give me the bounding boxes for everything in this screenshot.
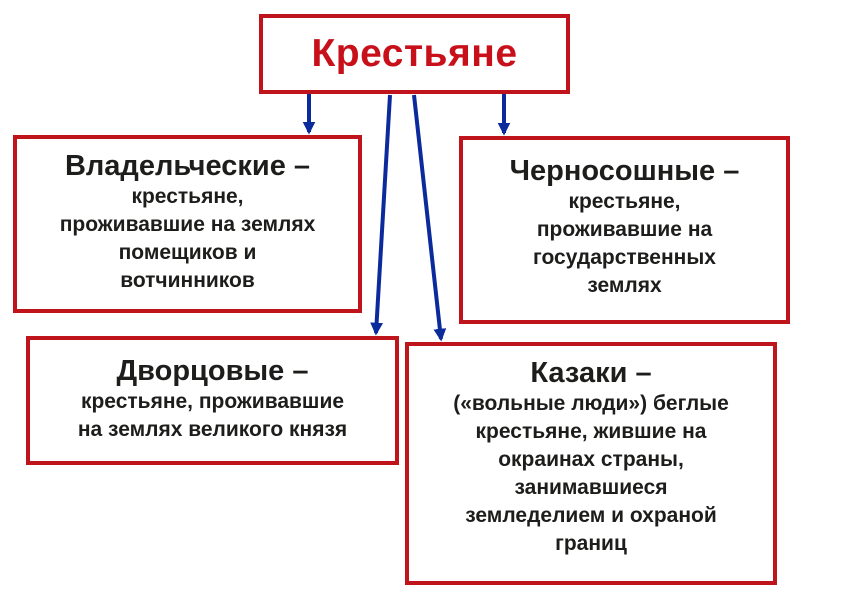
- node-text-line: проживавшие на землях: [59, 213, 316, 236]
- node-text-line: земледелием и охраной: [465, 504, 717, 527]
- node-text-line: землях: [587, 274, 662, 297]
- node-text-line: помещиков и: [118, 241, 257, 264]
- node-text-line: проживавшие на: [536, 218, 713, 241]
- root-node: Крестьяне: [259, 14, 570, 94]
- node-heading: Владельческие –: [64, 150, 311, 182]
- node-owner-peasants: Владельческие – крестьяне, проживавшие н…: [13, 135, 362, 313]
- node-text-line: крестьяне, жившие на: [475, 420, 707, 443]
- node-text-line: крестьяне, проживавшие: [80, 390, 345, 413]
- arrow-to-cossack: [412, 94, 447, 342]
- node-palace-peasants: Дворцовые – крестьяне, проживавшие на зе…: [26, 336, 399, 465]
- node-text-line: вотчинников: [120, 269, 255, 292]
- root-title: Крестьяне: [311, 32, 518, 75]
- node-heading: Казаки –: [530, 357, 652, 389]
- node-cossacks: Казаки – («вольные люди») беглые крестья…: [405, 342, 777, 585]
- node-heading: Черносошные –: [509, 155, 740, 187]
- node-text-line: государственных: [533, 246, 716, 269]
- node-text-line: на землях великого князя: [77, 418, 348, 441]
- node-text-line: крестьяне,: [568, 190, 681, 213]
- node-black-plough-peasants: Черносошные – крестьяне, проживавшие на …: [459, 136, 790, 324]
- node-text-line: крестьяне,: [131, 185, 244, 208]
- node-text-line: окраинах страны,: [498, 448, 684, 471]
- node-text-line: занимавшиеся: [514, 476, 668, 499]
- arrow-to-palace: [370, 94, 392, 336]
- node-text-line: («вольные люди») беглые: [453, 392, 729, 415]
- node-text-line: границ: [555, 532, 627, 555]
- node-heading: Дворцовые –: [116, 355, 309, 387]
